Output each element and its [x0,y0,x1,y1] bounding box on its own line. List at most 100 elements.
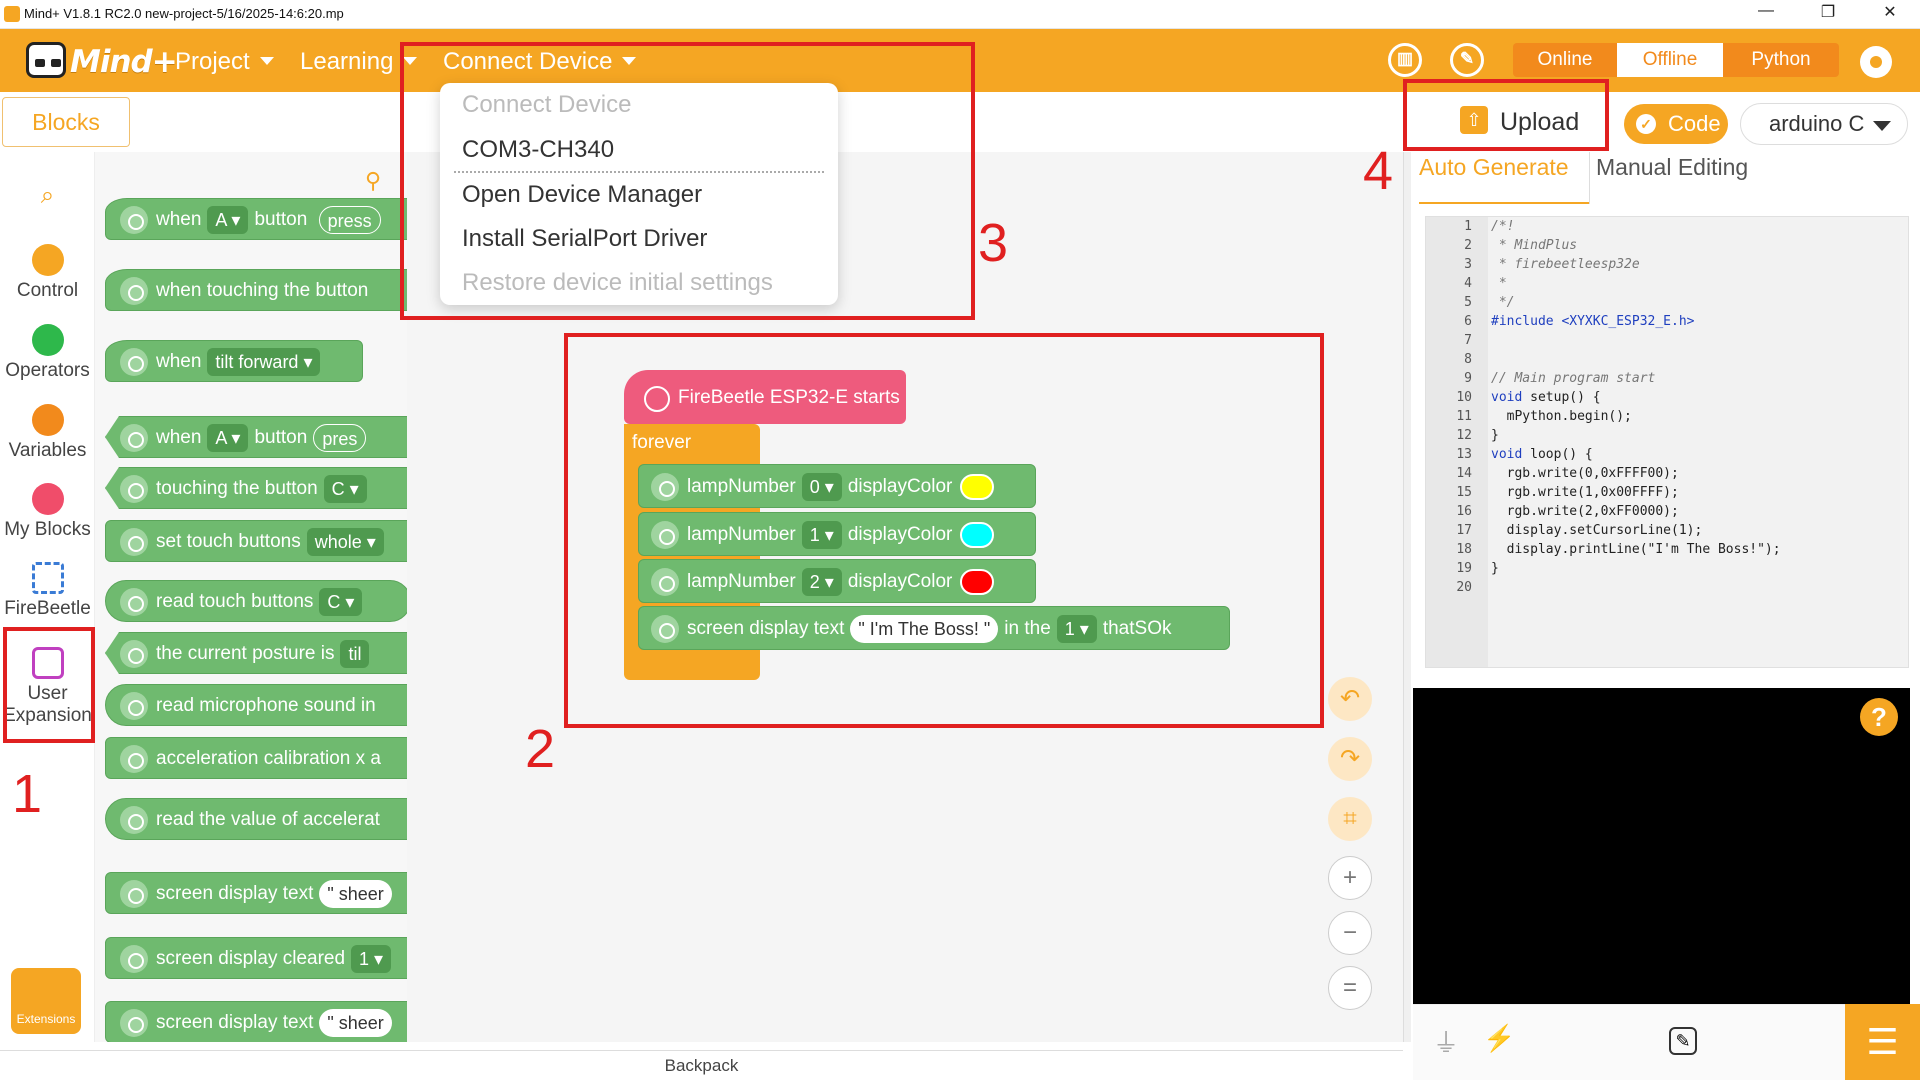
code-line: } [1491,428,1499,443]
help-icon[interactable]: ? [1860,698,1898,736]
extension-icon [31,647,64,679]
dashboard-icon[interactable]: ▥ [1388,43,1422,77]
palette-block[interactable]: acceleration calibration x a [105,737,407,779]
dropdown-item[interactable]: Install SerialPort Driver [462,225,708,252]
line-number: 20 [1456,580,1472,595]
backpack-bar[interactable]: Backpack [0,1050,1403,1080]
mode-offline[interactable]: Offline [1617,43,1723,77]
minimize-icon[interactable]: — [1758,2,1774,19]
dropdown-item[interactable]: Open Device Manager [462,181,703,208]
code-line: rgb.write(2,0xFF0000); [1491,504,1679,519]
chevron-down-icon [259,57,274,65]
line-number: 17 [1456,523,1472,538]
color-swatch[interactable] [960,521,995,548]
category-my-blocks[interactable]: My Blocks [0,483,95,541]
palette-block[interactable]: screen display text" sheer [105,1001,407,1042]
maximize-icon[interactable]: ❐ [1820,4,1836,21]
upload-button[interactable]: ⇧ Upload [1460,102,1590,142]
category-variables[interactable]: Variables [0,404,95,462]
title-bar: Mind+ V1.8.1 RC2.0 new-project-5/16/2025… [0,0,1920,29]
code-line: void setup() { [1491,390,1601,405]
menu-connect-device[interactable]: Connect Device [443,48,637,76]
line-number: 10 [1456,390,1472,405]
color-swatch[interactable] [960,473,995,500]
dropdown-item: Connect Device [462,91,632,118]
color-swatch[interactable] [960,568,995,595]
code-line: rgb.write(1,0x00FFFF); [1491,485,1679,500]
screen-display-block[interactable]: screen display text" I'm The Boss! "in t… [638,606,1230,650]
tab-manual-editing[interactable]: Manual Editing [1589,152,1749,204]
category-operators[interactable]: Operators [0,324,95,382]
annotation-number: 3 [978,213,1009,273]
dropdown-item: Restore device initial settings [462,269,773,296]
code-line: mPython.begin(); [1491,409,1632,424]
close-icon[interactable]: ✕ [1883,4,1897,21]
redo-icon[interactable]: ↷ [1328,737,1372,781]
line-number: 2 [1464,238,1472,253]
gear-icon[interactable] [1860,46,1892,78]
zoom-out-icon[interactable]: − [1328,911,1372,955]
dropdown-item[interactable]: COM3-CH340 [462,136,615,163]
code-line: * MindPlus [1491,238,1578,253]
line-number: 18 [1456,542,1472,557]
tab-blocks[interactable]: Blocks [2,97,130,147]
serial-terminal[interactable] [1413,688,1910,1004]
code-toggle-button[interactable]: ✓ Code [1624,104,1728,144]
usb-connect-icon[interactable]: ⚡ [1483,1023,1516,1053]
palette-block[interactable]: read microphone sound in [105,684,407,726]
menu-learning[interactable]: Learning [300,48,418,76]
code-line: } [1491,561,1499,576]
chevron-down-icon [403,57,418,65]
language-select[interactable]: arduino C [1740,103,1908,145]
palette-block[interactable]: screen display text" sheer [105,872,407,914]
mode-online[interactable]: Online [1537,49,1593,70]
crop-icon[interactable]: ⌗ [1328,797,1372,841]
category-firebeetle[interactable]: FireBeetle [0,562,95,620]
zoom-reset-icon[interactable]: = [1328,966,1372,1010]
mode-python[interactable]: Python [1751,49,1811,70]
extensions-button[interactable]: Extensions [11,968,81,1034]
pin-icon[interactable]: ⚲ [365,168,382,193]
code-line: void loop() { [1491,447,1593,462]
chip-icon [31,562,64,594]
category-dot [31,404,64,436]
search-icon[interactable]: ⌕ [40,182,55,209]
category-user-expansion[interactable]: User Expansion [0,647,95,727]
zoom-in-icon[interactable]: + [1328,856,1372,900]
usb-icon[interactable]: ⏚ [1433,1028,1460,1058]
panel-divider[interactable] [1403,152,1411,1042]
edit-icon[interactable]: ✎ [1450,43,1484,77]
clear-icon[interactable]: ✎ [1669,1027,1697,1055]
code-line: * [1491,276,1507,291]
line-number: 8 [1464,352,1472,367]
code-tabs: Auto Generate Manual Editing [1413,152,1910,204]
mindplus-logo: Mind+ [22,38,178,82]
menu-project[interactable]: Project [175,48,274,76]
connect-device-dropdown: Connect Device COM3-CH340 Open Device Ma… [440,83,838,305]
line-number: 15 [1456,485,1472,500]
category-control[interactable]: Control [0,244,95,302]
undo-icon[interactable]: ↶ [1328,677,1372,721]
start-hat-block[interactable]: FireBeetle ESP32-E starts [624,370,906,424]
palette-block[interactable]: when touching the button [105,269,407,311]
check-icon: ✓ [1636,114,1656,134]
list-menu-icon[interactable]: ☰ [1845,1004,1920,1080]
line-number: 5 [1464,295,1472,310]
line-number: 19 [1456,561,1472,576]
palette-block[interactable]: read the value of accelerat [105,798,407,840]
tab-auto-generate[interactable]: Auto Generate [1419,152,1589,204]
